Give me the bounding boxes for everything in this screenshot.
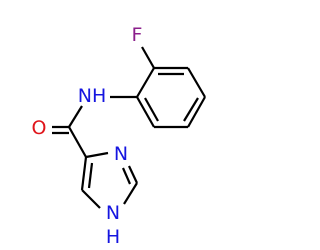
atom-oxygen: O [32,117,47,139]
bond-benzene-c1-c2 [136,67,155,98]
bond-imid-c2-n1 [123,182,138,205]
bond-c-f [141,46,155,69]
bond-imid-c5-c4 [80,156,88,191]
molecule-structure: F NH O N N H [32,24,206,248]
bond-imid-c4-n3 [85,151,109,159]
bond-imid-double-c5-c4 [87,162,94,189]
bond-benzene-c6-c1 [136,96,155,128]
bond-carbonyl-imidazole [68,126,87,158]
bond-nh-carbonyl [68,105,83,128]
atom-amide-nh: NH [78,85,107,107]
atom-imidazole-h: H [106,226,120,248]
bond-imid-double-n3-c2 [121,167,132,185]
bond-benzene-c3-c4 [187,67,206,98]
bond-benzene-c4-c5 [187,96,206,128]
atom-imidazole-n1: N [106,202,120,224]
atom-imidazole-n3: N [114,143,128,165]
bond-benzene-double-c6-c1 [144,97,159,122]
bond-imid-n3-c2 [128,165,138,184]
bond-imid-n1-c5 [81,189,101,209]
benzene-ring [136,66,206,129]
atom-fluorine: F [132,24,143,46]
imidazole-ring [80,151,138,209]
bond-benzene-double-c4-c5 [183,97,199,122]
